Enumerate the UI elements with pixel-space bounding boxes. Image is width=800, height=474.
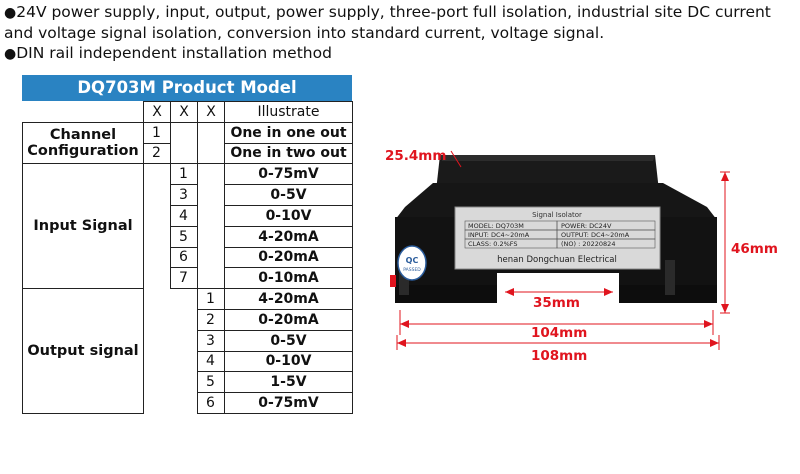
label-maker: henan Dongchuan Electrical	[497, 255, 617, 265]
total-dim-label: 108mm	[531, 348, 588, 364]
input-code: 6	[170, 246, 198, 269]
table-row: 2 One in two out	[23, 142, 353, 165]
header-x1: X	[143, 101, 171, 123]
header-illustrate: Illustrate	[224, 101, 353, 123]
label-number: (NO) : 20220824	[561, 240, 615, 248]
table-row: Input Signal 1 0-75mV	[22, 163, 353, 290]
height-dim-label: 46mm	[731, 241, 778, 257]
input-signal-label: Input Signal	[22, 163, 144, 290]
channel-code: 1	[143, 121, 171, 144]
table-header-row: X X X Illustrate	[23, 101, 353, 123]
output-desc: 4-20mA	[224, 288, 353, 310]
qc-text: QC	[406, 256, 419, 265]
input-code: 1	[170, 163, 198, 186]
table-row: Output signal 1 4-20mA	[22, 288, 353, 414]
body-dim-label: 104mm	[531, 325, 588, 341]
input-code: 3	[170, 184, 198, 206]
depth-dim-label: 25.4mm	[385, 148, 447, 164]
product-label	[455, 207, 660, 269]
intro-line-2: ●DIN rail independent installation metho…	[4, 44, 332, 62]
input-desc: 0-10mA	[224, 267, 353, 290]
product-illustration: Signal Isolator MODEL: DQ703M INPUT: DC4…	[385, 145, 785, 465]
input-desc: 4-20mA	[224, 225, 353, 248]
label-model: MODEL: DQ703M	[468, 222, 524, 230]
intro-line-1: ●24V power supply, input, output, power …	[4, 3, 771, 42]
header-x2: X	[170, 101, 198, 123]
channel-config-label: Channel Configuration	[22, 121, 144, 165]
output-desc: 0-5V	[224, 329, 353, 352]
header-x3: X	[197, 101, 225, 123]
table-row: 3 0-5V	[23, 184, 353, 206]
qc-passed-text: PASSED	[403, 267, 421, 273]
input-desc: 0-20mA	[224, 246, 353, 269]
input-code: 4	[170, 204, 198, 227]
input-desc: 0-5V	[224, 184, 353, 206]
output-desc: 0-10V	[224, 350, 353, 373]
channel-desc: One in one out	[224, 121, 353, 144]
table-title: DQ703M Product Model	[22, 75, 352, 101]
input-desc: 0-10V	[224, 204, 353, 227]
input-code: 5	[170, 225, 198, 248]
depth-dim-line	[450, 150, 462, 168]
output-signal-label: Output signal	[22, 288, 144, 414]
output-desc: 1-5V	[224, 371, 353, 394]
table-row: 7 0-10mA	[23, 267, 353, 290]
output-code: 5	[197, 371, 225, 394]
input-code: 7	[170, 267, 198, 290]
label-class: CLASS: 0.2%FS	[468, 240, 518, 248]
intro-text: ●24V power supply, input, output, power …	[4, 2, 796, 64]
output-code: 1	[197, 288, 225, 310]
channel-code: 2	[143, 142, 171, 165]
input-desc: 0-75mV	[224, 163, 353, 186]
bullet-icon: ●	[4, 46, 17, 62]
output-code: 2	[197, 308, 225, 331]
table-row: 6 0-20mA	[23, 246, 353, 269]
label-output: OUTPUT: DC4~20mA	[561, 231, 630, 239]
output-code: 6	[197, 392, 225, 414]
table-row: 6 0-75mV	[23, 392, 353, 414]
output-code: 4	[197, 350, 225, 373]
product-model-table: DQ703M Product Model X X X Illustrate Ch…	[22, 75, 353, 414]
label-header: Signal Isolator	[532, 211, 582, 219]
qc-badge-icon	[397, 245, 427, 281]
rail-slot	[497, 273, 619, 303]
table-row: 5 4-20mA	[23, 225, 353, 248]
channel-desc: One in two out	[224, 142, 353, 165]
label-input: INPUT: DC4~20mA	[468, 231, 530, 239]
table-row: 5 1-5V	[23, 371, 353, 394]
isolator-drawing: Signal Isolator MODEL: DQ703M INPUT: DC4…	[390, 150, 730, 350]
output-desc: 0-20mA	[224, 308, 353, 331]
label-power: POWER: DC24V	[561, 222, 612, 230]
table-row: Channel Configuration 1 One in one out	[22, 121, 353, 165]
rail-dim-label: 35mm	[533, 295, 580, 311]
output-desc: 0-75mV	[224, 392, 353, 414]
output-code: 3	[197, 329, 225, 352]
bullet-icon: ●	[4, 5, 17, 21]
